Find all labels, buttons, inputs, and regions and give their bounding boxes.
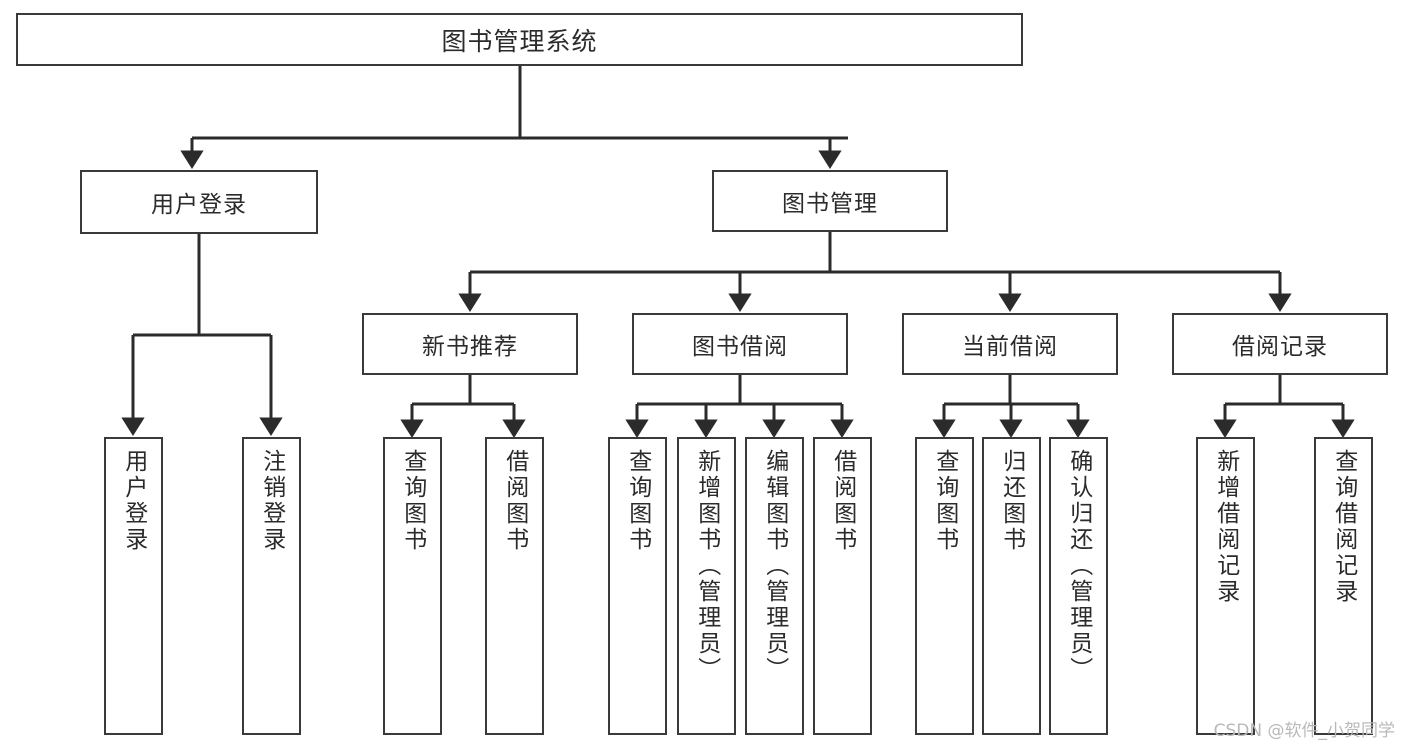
node-book-management[interactable]: 图书管理 xyxy=(712,170,948,232)
leaf-query-books-recommend[interactable]: 查询图书 xyxy=(383,437,442,735)
leaf-query-books-current[interactable]: 查询图书 xyxy=(915,437,974,735)
node-label: 确认归还（管理员） xyxy=(1065,449,1092,683)
csdn-watermark: CSDN @软件_小贺同学 xyxy=(1213,721,1395,741)
node-label: 图书管理 xyxy=(782,191,878,217)
node-label: 查询借阅记录 xyxy=(1330,449,1357,605)
node-label: 图书借阅 xyxy=(692,334,788,360)
node-user-login[interactable]: 用户登录 xyxy=(80,170,318,234)
leaf-return-books[interactable]: 归还图书 xyxy=(982,437,1041,735)
node-book-borrowing[interactable]: 图书借阅 xyxy=(632,313,848,375)
node-label: 新增借阅记录 xyxy=(1212,449,1239,605)
node-label: 查询图书 xyxy=(399,449,426,553)
node-label: 借阅记录 xyxy=(1232,334,1328,360)
node-label: 用户登录 xyxy=(151,192,247,218)
node-label: 新增图书（管理员） xyxy=(693,449,720,683)
node-new-book-recommendation[interactable]: 新书推荐 xyxy=(362,313,578,375)
node-label: 编辑图书（管理员） xyxy=(761,449,788,683)
leaf-borrow-books[interactable]: 借阅图书 xyxy=(813,437,872,735)
leaf-confirm-return-admin[interactable]: 确认归还（管理员） xyxy=(1049,437,1108,735)
node-label: 用户登录 xyxy=(120,449,147,553)
leaf-add-book-admin[interactable]: 新增图书（管理员） xyxy=(677,437,736,735)
node-label: 查询图书 xyxy=(624,449,651,553)
node-borrowing-records[interactable]: 借阅记录 xyxy=(1172,313,1388,375)
leaf-edit-book-admin[interactable]: 编辑图书（管理员） xyxy=(745,437,804,735)
node-current-borrowing[interactable]: 当前借阅 xyxy=(902,313,1118,375)
leaf-add-borrow-record[interactable]: 新增借阅记录 xyxy=(1196,437,1255,735)
node-root-book-management-system[interactable]: 图书管理系统 xyxy=(16,13,1023,66)
node-label: 当前借阅 xyxy=(962,334,1058,360)
node-label: 注销登录 xyxy=(258,449,285,553)
node-label: 借阅图书 xyxy=(501,449,528,553)
node-label: 图书管理系统 xyxy=(441,26,598,56)
node-label: 查询图书 xyxy=(931,449,958,553)
leaf-query-books-borrow[interactable]: 查询图书 xyxy=(608,437,667,735)
leaf-borrow-books-recommend[interactable]: 借阅图书 xyxy=(485,437,544,735)
leaf-logout[interactable]: 注销登录 xyxy=(242,437,301,735)
node-label: 借阅图书 xyxy=(829,449,856,553)
node-label: 归还图书 xyxy=(998,449,1025,553)
leaf-user-login[interactable]: 用户登录 xyxy=(104,437,163,735)
node-label: 新书推荐 xyxy=(422,334,518,360)
leaf-query-borrow-record[interactable]: 查询借阅记录 xyxy=(1314,437,1373,735)
